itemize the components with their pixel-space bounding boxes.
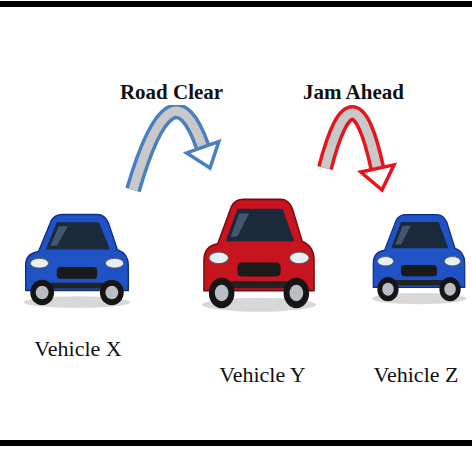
car-windshield — [226, 209, 295, 242]
car-illustration — [202, 199, 316, 311]
car-grille — [237, 263, 280, 277]
car-headlight — [444, 257, 460, 266]
arrow-outline — [325, 113, 377, 168]
car-headlight — [209, 252, 229, 264]
curved-arrow — [133, 111, 219, 190]
message-label: Jam Ahead — [300, 80, 407, 105]
car-windshield — [391, 222, 448, 248]
car-bumper — [230, 281, 289, 288]
car-rim — [382, 283, 393, 296]
top-bar — [0, 1, 472, 7]
car-wheel — [377, 277, 398, 301]
car-grille — [57, 267, 97, 279]
car-headlight — [377, 257, 393, 266]
vehicle-node: Vehicle Y — [192, 168, 333, 388]
car-rim — [105, 286, 118, 300]
vehicle-node: Vehicle Z — [364, 190, 468, 388]
arrow-head — [361, 165, 394, 190]
car-illustration — [24, 214, 130, 308]
car-glare — [230, 213, 249, 236]
car-headlight — [289, 252, 309, 264]
curved-arrow — [325, 113, 394, 190]
car-body — [373, 215, 464, 288]
car-grille — [401, 265, 437, 276]
vehicle-caption: Vehicle Z — [364, 362, 468, 388]
car-rim — [36, 286, 49, 300]
car-wheel — [439, 277, 460, 301]
car-glare — [395, 226, 411, 245]
car-bumper — [50, 283, 105, 289]
car-wheel — [30, 280, 54, 305]
bottom-bar — [0, 440, 472, 446]
message-label: Road Clear — [117, 80, 226, 105]
vehicle-node: Vehicle X — [15, 190, 141, 362]
car-headlight — [30, 258, 48, 268]
car-wheel — [100, 280, 124, 305]
car-headlight — [105, 258, 123, 268]
vehicle-caption: Vehicle Y — [192, 362, 333, 388]
car-glare — [50, 226, 67, 245]
car-illustration — [372, 215, 467, 304]
car-rim — [289, 285, 303, 301]
car-body — [204, 199, 314, 290]
car-bumper — [395, 280, 444, 286]
car-body — [26, 214, 129, 290]
car-wheel — [284, 278, 310, 308]
car-wheel — [209, 278, 235, 308]
car-windshield — [46, 222, 110, 249]
car-rim — [215, 285, 229, 301]
cars — [24, 199, 467, 311]
vehicle-caption: Vehicle X — [15, 336, 141, 362]
car-rim — [444, 283, 455, 296]
arrow-head — [187, 142, 219, 168]
arrow-fill — [325, 113, 377, 168]
